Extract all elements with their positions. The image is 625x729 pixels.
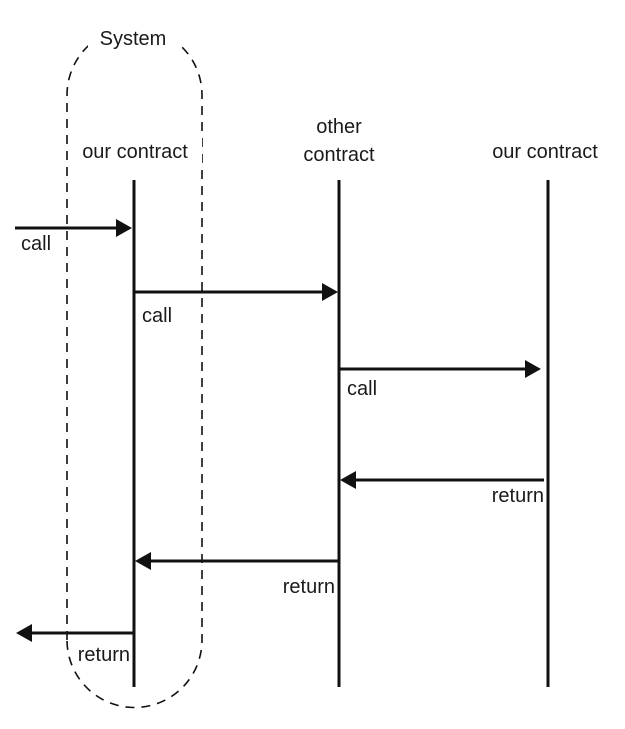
message-call-1-arrowhead — [116, 219, 132, 237]
participant-other-contract-label-line2: contract — [303, 144, 375, 166]
participant-our-contract-2-label: our contract — [492, 141, 598, 163]
participant-1-label-bg — [70, 138, 202, 164]
message-return-2-label: return — [283, 576, 335, 598]
message-return-1-label: return — [492, 485, 544, 507]
participant-other-contract-label: other — [316, 116, 362, 138]
message-return-1-arrowhead — [340, 471, 356, 489]
message-call-2-label: call — [142, 305, 172, 327]
participant-our-contract-label: our contract — [82, 141, 188, 163]
message-return-3-label: return — [78, 644, 130, 666]
message-return-3-arrowhead — [16, 624, 32, 642]
system-label: System — [100, 28, 167, 50]
message-call-2-arrowhead — [322, 283, 338, 301]
system-label-bg — [88, 24, 180, 52]
message-call-1-label: call — [21, 233, 51, 255]
message-call-3-arrowhead — [525, 360, 541, 378]
message-call-3-label: call — [347, 378, 377, 400]
message-return-2-arrowhead — [135, 552, 151, 570]
